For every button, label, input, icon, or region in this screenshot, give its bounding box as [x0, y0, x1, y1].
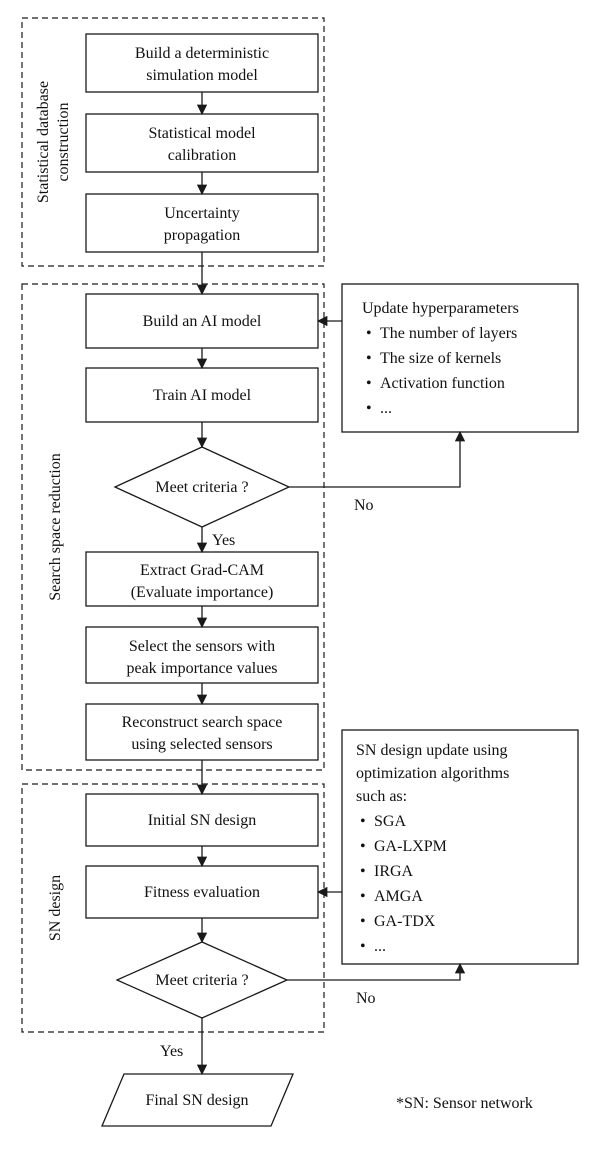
side-opt-bullet-2: •	[360, 838, 366, 855]
node-extract-grad-cam-line2: (Evaluate importance)	[131, 584, 274, 601]
side-box-update-hyperparameters: Update hyperparameters • The number of l…	[341, 283, 579, 433]
node-build-ai-model-label: Build an AI model	[143, 313, 262, 330]
node-extract-grad-cam: Extract Grad-CAM (Evaluate importance)	[85, 551, 319, 607]
side-opt-item-5: GA-TDX	[374, 913, 436, 930]
side-opt-bullet-1: •	[360, 813, 366, 830]
edge-label-yes-2: Yes	[160, 1043, 183, 1060]
side-opt-bullet-3: •	[360, 863, 366, 880]
side-hyper-item-2: The size of kernels	[380, 350, 501, 367]
side-opt-line3: such as:	[356, 788, 407, 805]
side-opt-line1: SN design update using	[356, 742, 508, 759]
side-opt-line2: optimization algorithms	[356, 765, 509, 782]
node-build-deterministic-model: Build a deterministic simulation model	[85, 33, 319, 93]
node-uncertainty-propagation-line2: propagation	[164, 227, 240, 244]
node-final-sn-design: Final SN design	[101, 1073, 294, 1127]
side-hyper-bullet-2: •	[366, 350, 372, 367]
decision-meet-criteria-1: Meet criteria ?	[113, 446, 291, 528]
side-hyper-bullet-4: •	[366, 400, 372, 417]
side-hyper-item-3: Activation function	[380, 375, 505, 392]
group-label-statistical-line2: construction	[55, 102, 72, 181]
node-final-sn-design-label: Final SN design	[145, 1092, 248, 1109]
footnote-sn-abbreviation: *SN: Sensor network	[396, 1095, 533, 1112]
node-select-sensors: Select the sensors with peak importance …	[85, 626, 319, 684]
side-opt-item-6: ...	[374, 938, 386, 955]
node-build-deterministic-model-line2: simulation model	[146, 67, 258, 84]
node-statistical-model-calibration: Statistical model calibration	[85, 113, 319, 173]
side-hyper-bullet-3: •	[366, 375, 372, 392]
decision-meet-criteria-1-label: Meet criteria ?	[155, 479, 248, 496]
group-search-space-reduction	[21, 283, 325, 771]
node-train-ai-model: Train AI model	[85, 367, 319, 423]
side-hyper-item-1: The number of layers	[380, 325, 517, 342]
node-train-ai-model-label: Train AI model	[153, 387, 252, 404]
node-extract-grad-cam-line1: Extract Grad-CAM	[140, 562, 264, 579]
side-opt-bullet-6: •	[360, 938, 366, 955]
group-label-search-space: Search space reduction	[47, 453, 64, 600]
side-hyper-title: Update hyperparameters	[362, 300, 519, 317]
node-statistical-model-calibration-line2: calibration	[168, 147, 236, 164]
arrow-criteria2-no-to-opt	[287, 962, 466, 981]
node-statistical-model-calibration-line1: Statistical model	[148, 125, 256, 142]
side-hyper-bullet-1: •	[366, 325, 372, 342]
group-label-sn-design: SN design	[47, 875, 64, 941]
group-statistical-database	[21, 17, 325, 267]
node-uncertainty-propagation-line1: Uncertainty	[164, 205, 240, 222]
node-fitness-evaluation: Fitness evaluation	[85, 865, 319, 919]
side-opt-item-1: SGA	[374, 813, 406, 830]
edge-label-yes-1: Yes	[212, 532, 235, 549]
node-reconstruct-search-space: Reconstruct search space using selected …	[85, 703, 319, 761]
side-opt-bullet-4: •	[360, 888, 366, 905]
side-hyper-item-4: ...	[380, 400, 392, 417]
edge-label-no-2: No	[356, 990, 376, 1007]
node-reconstruct-search-space-line1: Reconstruct search space	[122, 714, 283, 731]
side-opt-item-4: AMGA	[374, 888, 423, 905]
side-opt-item-2: GA-LXPM	[374, 838, 447, 855]
side-opt-item-3: IRGA	[374, 863, 414, 880]
node-select-sensors-line1: Select the sensors with	[129, 638, 275, 655]
node-uncertainty-propagation: Uncertainty propagation	[85, 193, 319, 253]
node-fitness-evaluation-label: Fitness evaluation	[144, 884, 260, 901]
decision-meet-criteria-2: Meet criteria ?	[115, 941, 289, 1019]
node-initial-sn-design-label: Initial SN design	[148, 812, 256, 829]
group-label-statistical-line1: Statistical database	[35, 81, 52, 203]
node-initial-sn-design: Initial SN design	[85, 793, 319, 847]
arrow-criteria1-no-to-hyper	[289, 430, 466, 488]
edge-label-no-1: No	[354, 497, 374, 514]
node-select-sensors-line2: peak importance values	[126, 660, 277, 677]
node-reconstruct-search-space-line2: using selected sensors	[131, 736, 272, 753]
node-build-ai-model: Build an AI model	[85, 293, 319, 349]
node-build-deterministic-model-line1: Build a deterministic	[135, 45, 269, 62]
side-opt-bullet-5: •	[360, 913, 366, 930]
group-sn-design	[21, 783, 325, 1033]
decision-meet-criteria-2-label: Meet criteria ?	[155, 972, 248, 989]
side-box-sn-design-update: SN design update using optimization algo…	[341, 729, 579, 965]
